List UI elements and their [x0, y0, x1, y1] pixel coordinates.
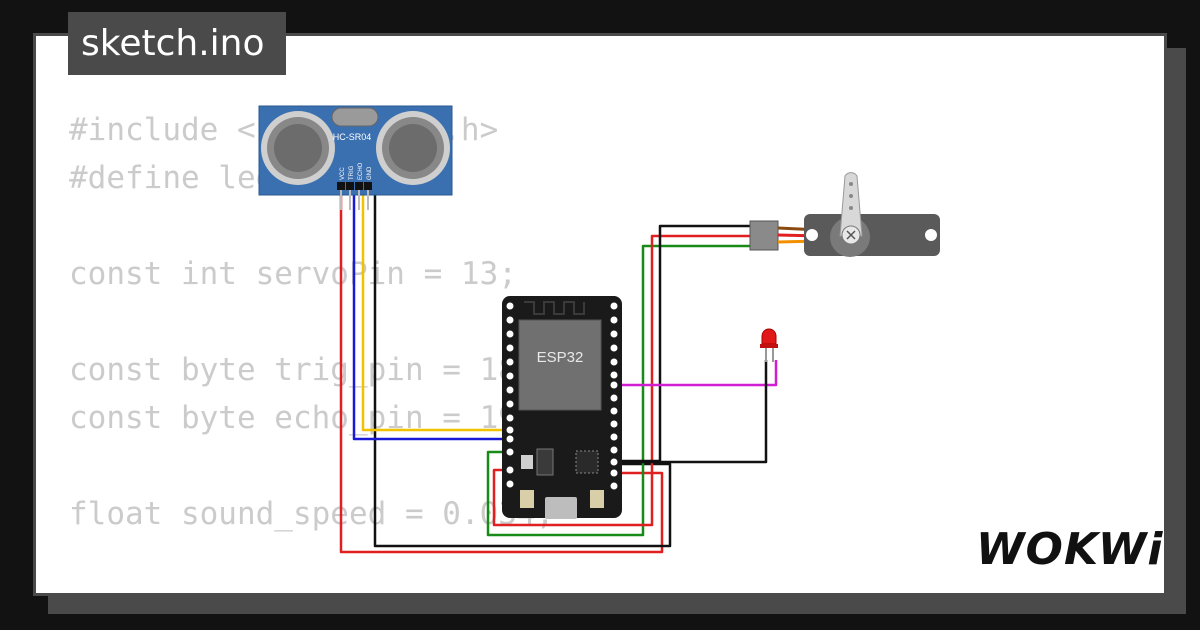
sensor-pins [337, 182, 372, 190]
wire-red-servo [492, 234, 751, 527]
servo-motor [749, 172, 940, 257]
servo-horn [839, 172, 863, 237]
sensor-transducer-right [376, 111, 450, 185]
board-label: ESP32 [537, 349, 584, 366]
sensor-pin-label: ECHO [358, 162, 364, 180]
wire-red-vcc [339, 186, 664, 554]
led [760, 328, 778, 362]
hc-sr04-sensor: HC-SR04 VCC TRIG ECHO GND [258, 105, 453, 210]
wire-black-servo [615, 224, 751, 463]
wires [339, 186, 778, 554]
usb-connector [545, 497, 577, 519]
wire-blue-echo [352, 186, 507, 441]
board-pins-left [506, 302, 514, 488]
sensor-pin-label: TRIG [349, 165, 355, 180]
esp32-board: ESP32 [502, 296, 622, 519]
sensor-pin-label: GND [367, 166, 373, 180]
servo-connector [749, 220, 779, 251]
board-regulator [521, 455, 533, 469]
board-pins-right [610, 302, 618, 490]
wire-black-led [615, 360, 768, 464]
boot-button [520, 490, 534, 508]
wire-magenta-led [615, 360, 778, 387]
board-ic [536, 448, 554, 476]
servo-mount-hole [806, 229, 818, 241]
wire-yellow-trig [361, 186, 507, 432]
sensor-pin-label: VCC [340, 167, 346, 180]
code-line: const int servoPin = 13; [69, 256, 517, 292]
sensor-label: HC-SR04 [333, 132, 372, 142]
en-button [590, 490, 604, 508]
servo-body [804, 214, 940, 256]
wokwi-logo: WOKWi [976, 524, 1164, 575]
esp32-module [518, 319, 602, 411]
servo-mount-hole [925, 229, 937, 241]
usb-chip [575, 450, 599, 474]
sensor-pin-legs [340, 190, 369, 210]
file-tab[interactable]: sketch.ino [68, 12, 286, 75]
antenna-trace [524, 301, 585, 315]
sensor-transducer-left [261, 111, 335, 185]
